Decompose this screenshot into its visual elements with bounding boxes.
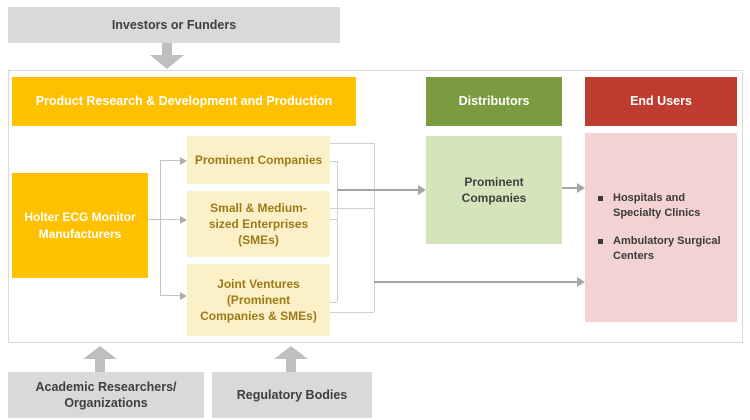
arrowhead-icon xyxy=(180,156,187,165)
connector-line xyxy=(330,219,337,220)
connector-line xyxy=(330,312,374,313)
block-arrow-up-icon xyxy=(274,346,308,372)
joint-ventures-box: Joint Ventures (Prominent Companies & SM… xyxy=(187,264,330,336)
header-end-users: End Users xyxy=(585,77,737,126)
square-bullet-icon xyxy=(598,196,603,202)
end-user-item: Ambulatory Surgical Centers xyxy=(598,234,729,264)
block-arrow-up-icon xyxy=(83,346,117,372)
connector-bus-line xyxy=(337,161,338,302)
end-users-box: Hospitals and Specialty Clinics Ambulato… xyxy=(585,133,737,322)
connector-arrow-line xyxy=(562,187,577,189)
connector-line xyxy=(160,219,181,220)
prominent-companies-box: Prominent Companies xyxy=(187,136,330,184)
regulatory-bodies-box: Regulatory Bodies xyxy=(212,372,372,418)
header-distributors: Distributors xyxy=(426,77,562,126)
connector-bus-line xyxy=(374,143,375,312)
connector-line xyxy=(148,219,161,220)
connector-arrow-line xyxy=(374,281,577,283)
end-user-item: Hospitals and Specialty Clinics xyxy=(598,191,729,221)
arrowhead-icon xyxy=(577,277,585,287)
investors-box: Investors or Funders xyxy=(8,7,340,43)
arrowhead-icon xyxy=(180,215,187,224)
connector-line xyxy=(330,302,337,303)
academic-researchers-box: Academic Researchers/ Organizations xyxy=(8,372,204,418)
header-product-rd: Product Research & Development and Produ… xyxy=(12,77,356,126)
connector-line xyxy=(330,143,374,144)
block-arrow-down-icon xyxy=(150,43,184,69)
connector-line xyxy=(160,160,161,296)
square-bullet-icon xyxy=(598,239,603,244)
end-user-item-label: Ambulatory Surgical Centers xyxy=(613,235,721,262)
connector-arrow-line xyxy=(337,189,418,191)
end-user-item-label: Hospitals and Specialty Clinics xyxy=(613,192,701,220)
connector-line xyxy=(160,295,181,296)
manufacturers-box: Holter ECG Monitor Manufacturers xyxy=(12,173,148,278)
connector-line xyxy=(330,161,337,162)
arrowhead-icon xyxy=(180,291,187,300)
connector-line xyxy=(160,160,181,161)
arrowhead-icon xyxy=(418,185,426,195)
arrowhead-icon xyxy=(577,183,585,193)
smes-box: Small & Medium- sized Enterprises (SMEs) xyxy=(187,191,330,257)
distributor-prominent-companies-box: Prominent Companies xyxy=(426,136,562,244)
connector-line xyxy=(330,208,374,209)
